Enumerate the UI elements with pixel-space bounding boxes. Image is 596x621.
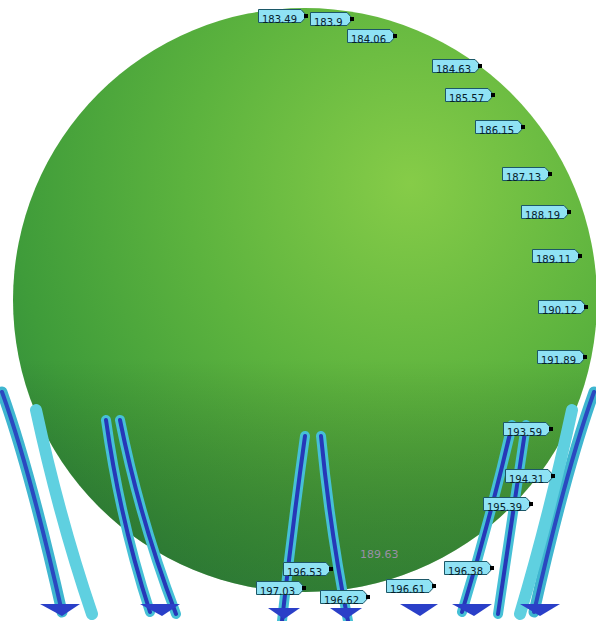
callout-number: 189.11 [532,253,575,267]
support-legs [36,410,572,621]
callout-tag: 184.06 [347,29,390,47]
callout-tag: 191.89 [537,350,580,368]
callout-number: 193.59 [503,426,546,440]
probe-marker [529,502,533,506]
probe-marker [584,305,588,309]
probe-marker [551,474,555,478]
callout-tag: 190.12 [538,300,581,318]
callout-tag: 188.19 [521,205,564,223]
callout-tag: 193.59 [503,422,546,440]
callout-number: 183.49 [258,13,301,27]
callout-tag: 196.62 [320,590,363,608]
callout-number: 194.31 [505,473,548,487]
callout-tag: 194.31 [505,469,548,487]
probe-marker [393,34,397,38]
callout-number: 183.9 [310,16,347,30]
spherical-tank [13,8,596,592]
callout-number: 196.53 [283,566,326,580]
tank-shading [13,8,596,592]
callout-number: 188.19 [521,209,564,223]
callout-number: 196.38 [444,565,487,579]
callout-number: 190.12 [538,304,581,318]
callout-number: 185.57 [445,92,488,106]
probe-marker [521,125,525,129]
probe-marker [567,210,571,214]
callout-number: 197.03 [256,585,299,599]
callout-number: 189.63 [360,548,399,561]
callout-number: 184.06 [347,33,390,47]
callout-tag: 183.9 [310,12,347,30]
probe-marker [329,567,333,571]
probe-marker [548,172,552,176]
probe-marker [350,17,354,21]
callout-number: 196.61 [386,583,429,597]
callout-tag: 183.49 [258,9,301,27]
callout-number: 186.15 [475,124,518,138]
probe-marker [491,93,495,97]
callout-tag: 196.53 [283,562,326,580]
probe-marker [302,586,306,590]
callout-tag: 189.11 [532,249,575,267]
callout-tag: 187.13 [502,167,545,185]
probe-marker [478,64,482,68]
probe-marker [578,254,582,258]
callout-tag: 197.03 [256,581,299,599]
value-label: 189.63 [360,544,399,562]
probe-marker [366,595,370,599]
probe-marker [304,14,308,18]
callout-number: 187.13 [502,171,545,185]
callout-tag: 196.61 [386,579,429,597]
probe-marker [549,427,553,431]
callout-number: 184.63 [432,63,475,77]
callout-tag: 185.57 [445,88,488,106]
callout-tag: 186.15 [475,120,518,138]
probe-marker [432,584,436,588]
callout-number: 191.89 [537,354,580,368]
callout-tag: 184.63 [432,59,475,77]
callout-number: 195.39 [483,501,526,515]
support-feet [40,604,560,619]
callout-tag: 195.39 [483,497,526,515]
callout-tag: 196.38 [444,561,487,579]
callout-number: 196.62 [320,594,363,608]
probe-marker [583,355,587,359]
probe-marker [490,566,494,570]
